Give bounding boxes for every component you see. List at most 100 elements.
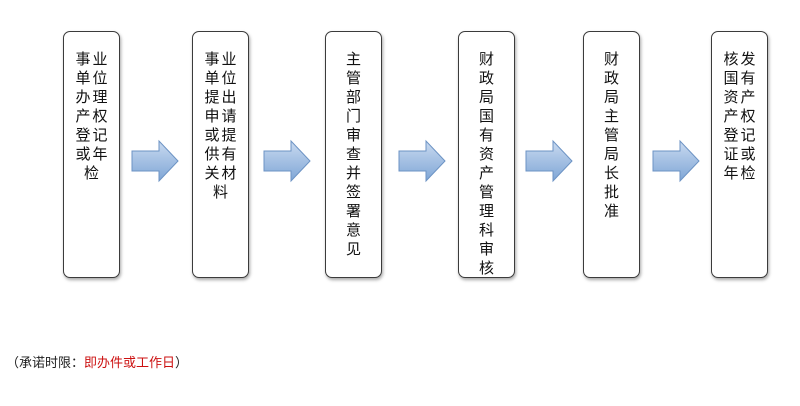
step-char: 局 [478,88,494,106]
step-char: 门 [345,107,361,125]
step-char: 国 [478,107,494,125]
step-char: 查 [345,145,361,163]
note-prefix: （承诺时限： [6,356,85,371]
arrow-shape [652,139,700,183]
step-char: 国 [723,69,739,87]
step-char: 年 [92,145,108,163]
step-char: 政 [478,69,494,87]
step-char: 申 [204,107,220,125]
step-box-1: 事业单位办理产权登记或年检 [63,31,120,278]
arrow-3 [398,139,446,183]
step-char: 位 [92,69,108,87]
step-box-5: 财政局主管局长批准 [583,31,640,278]
step-char: 局 [603,88,619,106]
step-char: 主 [345,50,361,68]
step-char: 财 [478,50,494,68]
step-char: 有 [740,69,756,87]
arrow-shape [398,139,446,183]
step-char: 证 [723,145,739,163]
step-char: 局 [603,145,619,163]
note-highlight: 即办件或工作日 [84,356,176,371]
step-text-2: 事业单位提出申请或提供有关材料 [204,50,238,277]
step-char: 或 [75,145,91,163]
step-char: 核 [723,50,739,68]
step-char: 单 [204,69,220,87]
step-char: 或 [204,126,220,144]
arrow-shape [263,139,311,183]
step-text-3: 主管部门审查并签署意见 [345,50,362,277]
step-char: 请 [221,107,237,125]
step-char: 署 [345,202,361,220]
step-text-4: 财政局国有资产管理科审核 [478,50,495,277]
arrow-1 [131,139,179,183]
step-char: 有 [478,126,494,144]
step-char: 产 [75,107,91,125]
step-char: 准 [603,202,619,220]
step-char: 产 [723,107,739,125]
step-char: 理 [92,88,108,106]
step-char: 审 [345,126,361,144]
step-char: 管 [603,126,619,144]
step-char: 料 [212,183,228,201]
step-text-5: 财政局主管局长批准 [603,50,620,277]
step-char: 核 [478,259,494,277]
step-char: 权 [740,107,756,125]
step-char: 并 [345,164,361,182]
step-char: 部 [345,88,361,106]
step-char: 记 [740,126,756,144]
step-char: 发 [740,50,756,68]
arrow-2 [263,139,311,183]
step-char: 事 [75,50,91,68]
step-char: 业 [221,50,237,68]
arrow-5 [652,139,700,183]
step-char: 出 [221,88,237,106]
step-char: 财 [603,50,619,68]
step-char: 检 [740,164,756,182]
arrow-shape [525,139,573,183]
step-char: 主 [603,107,619,125]
step-char: 提 [221,126,237,144]
step-char: 或 [740,145,756,163]
step-char: 产 [478,164,494,182]
step-char: 记 [92,126,108,144]
note-suffix: ） [175,356,189,371]
step-char: 管 [478,183,494,201]
step-char: 材 [221,164,237,182]
step-char: 见 [345,240,361,258]
step-char: 办 [75,88,91,106]
step-box-2: 事业单位提出申请或提供有关材料 [192,31,249,278]
step-char: 有 [221,145,237,163]
step-char: 关 [204,164,220,182]
step-char: 管 [345,69,361,87]
step-char: 意 [345,221,361,239]
step-char: 登 [75,126,91,144]
step-char: 批 [603,183,619,201]
step-char: 签 [345,183,361,201]
step-box-4: 财政局国有资产管理科审核 [458,31,515,278]
step-char: 供 [204,145,220,163]
step-char: 资 [723,88,739,106]
step-char: 单 [75,69,91,87]
step-char: 年 [723,164,739,182]
arrow-4 [525,139,573,183]
step-box-3: 主管部门审查并签署意见 [325,31,382,278]
step-char: 业 [92,50,108,68]
step-char: 事 [204,50,220,68]
step-char: 登 [723,126,739,144]
step-char: 检 [83,164,99,182]
step-char: 权 [92,107,108,125]
step-text-1: 事业单位办理产权登记或年检 [75,50,109,277]
commitment-time-note: （承诺时限：即办件或工作日） [6,352,188,371]
step-text-6: 核发国有资产产权登记证或年检 [723,50,757,277]
step-char: 产 [740,88,756,106]
step-char: 政 [603,69,619,87]
arrow-shape [131,139,179,183]
step-char: 审 [478,240,494,258]
step-char: 资 [478,145,494,163]
step-char: 位 [221,69,237,87]
step-char: 理 [478,202,494,220]
step-char: 科 [478,221,494,239]
step-box-6: 核发国有资产产权登记证或年检 [711,31,768,278]
step-char: 长 [603,164,619,182]
step-char: 提 [204,88,220,106]
